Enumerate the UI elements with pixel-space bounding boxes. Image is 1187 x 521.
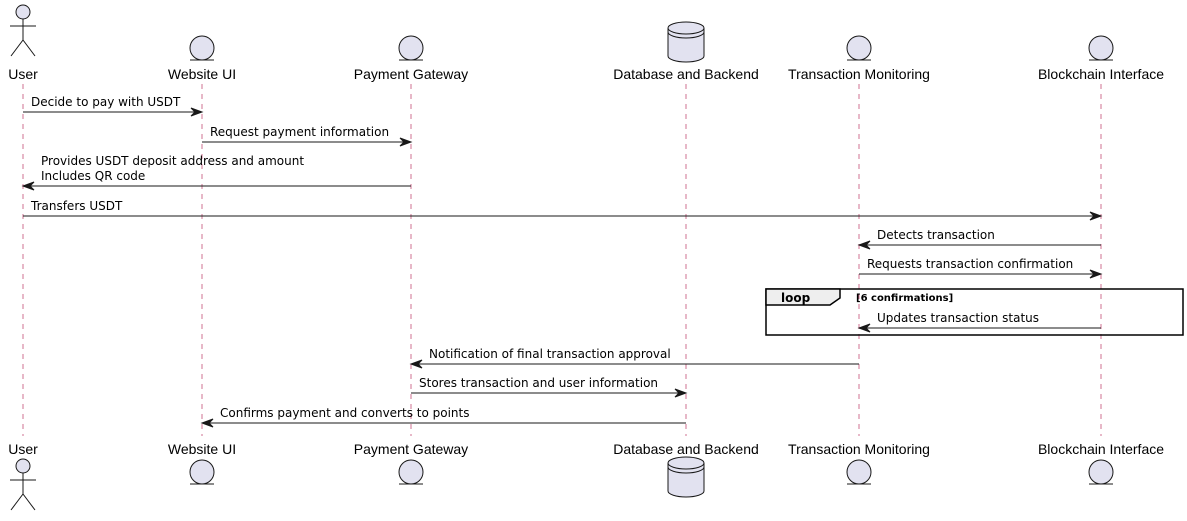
loop-frame (765, 288, 1184, 336)
message-label: Provides USDT deposit address and amount (41, 154, 304, 168)
message-label: Request payment information (210, 125, 389, 139)
arrow-head-icon (1089, 269, 1103, 279)
participant-database-bottom-database-icon (667, 456, 705, 498)
message-label: Stores transaction and user information (419, 376, 658, 390)
message-6: Requests transaction confirmation (859, 257, 1103, 279)
participant-user-bottom-actor-icon (10, 458, 36, 511)
participant-monitor-bottom-entity-icon (846, 459, 872, 485)
loop-tab (765, 288, 841, 306)
loop-condition: [6 confirmations] (856, 293, 953, 304)
message-4: Transfers USDT (23, 199, 1103, 221)
participant-gateway-label-top: Payment Gateway (354, 66, 468, 82)
message-label: Updates transaction status (877, 311, 1039, 325)
participant-monitor-top-entity-icon (846, 35, 872, 61)
participant-gateway-top-entity-icon (398, 35, 424, 61)
participant-blockchain-top-entity-icon (1088, 35, 1114, 61)
participant-website-label-top: Website UI (168, 66, 236, 82)
arrow-head-icon (1089, 211, 1103, 221)
message-label: Notification of final transaction approv… (429, 347, 671, 361)
arrow-head-icon (674, 388, 688, 398)
messages: Decide to pay with USDT Request payment i… (21, 95, 1103, 428)
participant-monitor-label-bottom: Transaction Monitoring (788, 441, 930, 457)
arrow-head-icon (200, 418, 214, 428)
participant-user-label-bottom: User (8, 441, 38, 457)
message-label: Confirms payment and converts to points (220, 406, 469, 420)
participant-database-label-top: Database and Backend (613, 66, 759, 82)
message-label: Requests transaction confirmation (867, 257, 1073, 271)
message-8: Notification of final transaction approv… (409, 347, 859, 369)
loop-label: loop (781, 291, 811, 305)
message-label: Detects transaction (877, 228, 995, 242)
participant-heads-bottom: User Website UI Payment Gateway Database an… (8, 441, 1164, 511)
participant-database-top-database-icon (667, 21, 705, 63)
arrow-head-icon (857, 323, 871, 333)
loop-fragment: loop [6 confirmations] (765, 288, 1184, 336)
arrow-head-icon (857, 240, 871, 250)
participant-blockchain-label-top: Blockchain Interface (1038, 66, 1164, 82)
lifelines (22, 84, 1102, 436)
participant-blockchain-label-bottom: Blockchain Interface (1038, 441, 1164, 457)
participant-website-bottom-entity-icon (189, 459, 215, 485)
message-10: Confirms payment and converts to points (200, 406, 686, 428)
message-9: Stores transaction and user information (411, 376, 688, 398)
participant-database-label-bottom: Database and Backend (613, 441, 759, 457)
participant-website-top-entity-icon (189, 35, 215, 61)
message-5: Detects transaction (857, 228, 1101, 250)
participant-blockchain-bottom-entity-icon (1088, 459, 1114, 485)
arrow-head-icon (409, 359, 423, 369)
message-label: Includes QR code (41, 169, 145, 183)
participant-user-top-actor-icon (10, 4, 36, 57)
arrow-head-icon (399, 137, 413, 147)
message-3: Provides USDT deposit address and amount… (21, 154, 411, 191)
participant-monitor-label-top: Transaction Monitoring (788, 66, 930, 82)
message-1: Decide to pay with USDT (23, 95, 204, 117)
message-label: Transfers USDT (30, 199, 123, 213)
arrow-head-icon (21, 181, 35, 191)
participant-gateway-bottom-entity-icon (398, 459, 424, 485)
arrow-head-icon (190, 107, 204, 117)
participant-heads-top: User Website UI Payment Gateway Database an… (8, 4, 1164, 82)
participant-website-label-bottom: Website UI (168, 441, 236, 457)
message-label: Decide to pay with USDT (31, 95, 181, 109)
message-7: Updates transaction status (857, 311, 1101, 333)
message-2: Request payment information (202, 125, 413, 147)
participant-gateway-label-bottom: Payment Gateway (354, 441, 468, 457)
participant-user-label-top: User (8, 66, 38, 82)
